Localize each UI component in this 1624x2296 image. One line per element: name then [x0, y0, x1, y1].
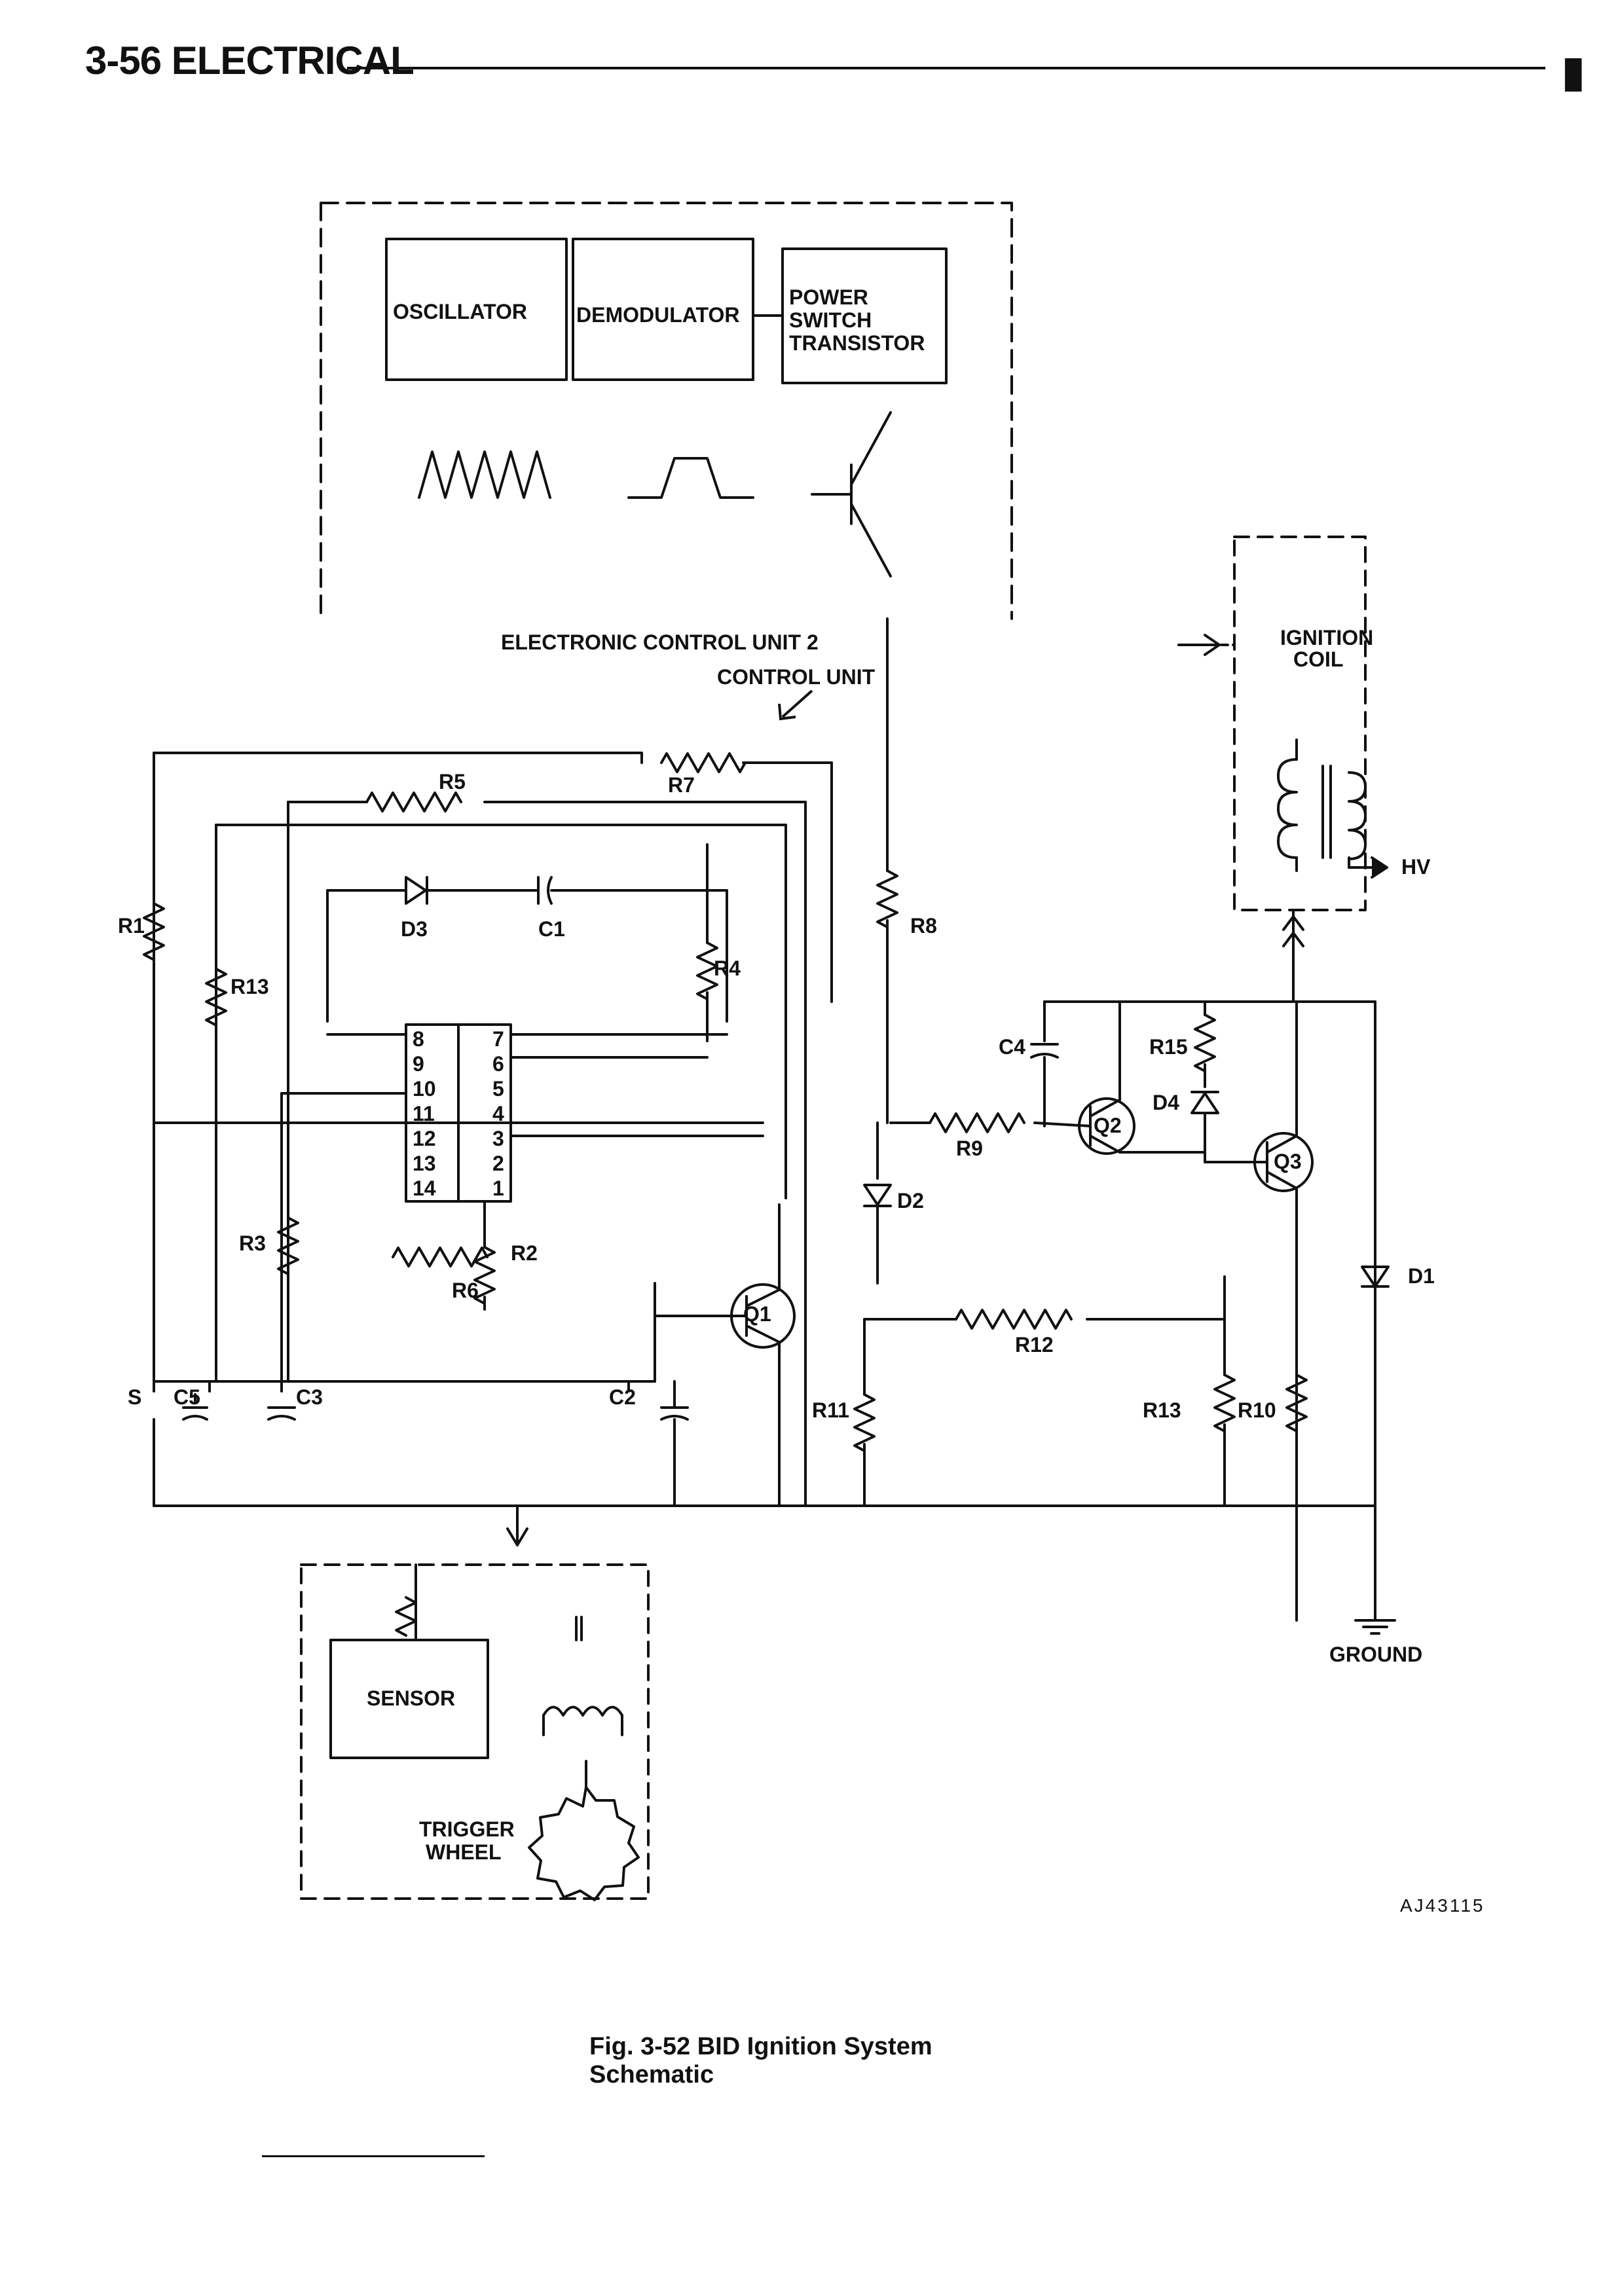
- r3-resistor: [277, 1216, 299, 1275]
- header-rule: [347, 67, 1545, 69]
- d1-label: D1: [1408, 1264, 1435, 1288]
- d2-diode: [863, 1184, 892, 1206]
- coil-primary-winding: [1277, 758, 1298, 859]
- c4-label: C4: [999, 1035, 1025, 1059]
- q1-label: Q1: [743, 1302, 771, 1326]
- pin-4: 4: [492, 1102, 504, 1125]
- r13-label: R13: [231, 975, 269, 998]
- r7-resistor: [660, 752, 747, 773]
- pin-7: 7: [492, 1027, 504, 1051]
- oscillator-box: [385, 238, 568, 381]
- r13b-resistor: [1213, 1374, 1236, 1432]
- r9-resistor: [929, 1112, 1025, 1133]
- r13-resistor: [205, 968, 227, 1027]
- r12-resistor: [955, 1309, 1073, 1330]
- c3-label: C3: [296, 1385, 323, 1409]
- demodulator-box: [572, 238, 754, 381]
- d3-diode: [405, 876, 427, 905]
- c1-label: C1: [538, 917, 565, 941]
- r5-label: R5: [439, 770, 466, 793]
- ecu-dashed-boundary: [320, 202, 1013, 620]
- r2-resistor: [473, 1246, 496, 1305]
- q3-label: Q3: [1274, 1150, 1302, 1173]
- trigger-wheel-line1: TRIGGER: [419, 1817, 515, 1841]
- coil-secondary-winding: [1348, 771, 1367, 860]
- trigger-wheel: [528, 1786, 640, 1901]
- r11-resistor: [853, 1393, 876, 1452]
- r10-label: R10: [1238, 1398, 1276, 1422]
- sensor-dashed-box: [300, 1563, 650, 1900]
- d3-label: D3: [401, 917, 428, 941]
- power-switch-line1: POWER: [789, 285, 868, 309]
- r4-resistor: [696, 941, 718, 1000]
- r5-resistor: [365, 792, 462, 812]
- pin-8: 8: [413, 1027, 424, 1051]
- ecu-label: ELECTRONIC CONTROL UNIT 2: [501, 630, 819, 654]
- figure-caption: Fig. 3-52 BID Ignition System Schematic: [589, 2033, 932, 2088]
- r9-label: R9: [956, 1137, 983, 1160]
- d2-label: D2: [897, 1189, 924, 1212]
- r4-label: R4: [714, 957, 741, 980]
- demodulator-waveform: [627, 457, 754, 499]
- connector-pins-right: 7 6 5 4 3 2 1: [492, 1027, 504, 1200]
- d1-diode: [1361, 1266, 1390, 1288]
- r12-label: R12: [1015, 1333, 1054, 1357]
- hv-label: HV: [1401, 855, 1431, 879]
- pin-12: 12: [413, 1127, 436, 1150]
- control-unit-label: CONTROL UNIT: [717, 665, 876, 689]
- pin-5: 5: [492, 1077, 504, 1101]
- r6-resistor: [392, 1247, 489, 1267]
- pin-11: 11: [413, 1102, 435, 1125]
- footer-rule: [262, 2155, 485, 2157]
- r8-label: R8: [910, 914, 937, 938]
- ignition-coil-line2: COIL: [1293, 647, 1343, 671]
- r10-resistor: [1285, 1374, 1308, 1432]
- r1-label: R1: [118, 914, 145, 938]
- power-switch-line3: TRANSISTOR: [789, 331, 925, 355]
- c2-label: C2: [609, 1385, 636, 1409]
- c5-label: C5: [174, 1385, 200, 1409]
- demodulator-label: DEMODULATOR: [576, 303, 739, 327]
- r2-label: R2: [511, 1241, 538, 1265]
- sensor-label: SENSOR: [367, 1686, 455, 1710]
- page-title: 3-56 ELECTRICAL: [85, 39, 415, 82]
- figure-id: AJ43115: [1400, 1895, 1485, 1916]
- pin-3: 3: [492, 1127, 504, 1150]
- r7-label: R7: [668, 773, 695, 797]
- pin-9: 9: [413, 1052, 424, 1076]
- d4-label: D4: [1153, 1091, 1179, 1114]
- r15-label: R15: [1149, 1035, 1188, 1059]
- pin-1: 1: [492, 1176, 504, 1200]
- ignition-coil-line1: IGNITION: [1280, 626, 1373, 649]
- sensor-coil: [542, 1705, 623, 1717]
- connector-pins-left: 8 9 10 11 12 13 14: [413, 1027, 436, 1200]
- r13b-label: R13: [1143, 1398, 1181, 1422]
- r15-resistor: [1194, 1013, 1216, 1072]
- pin-14: 14: [413, 1176, 436, 1200]
- power-switch-line2: SWITCH: [789, 308, 872, 332]
- oscillator-label: OSCILLATOR: [393, 300, 527, 323]
- r11-label: R11: [812, 1398, 849, 1422]
- pin-6: 6: [492, 1052, 504, 1076]
- ground-label: GROUND: [1329, 1643, 1422, 1666]
- r1-resistor: [143, 902, 165, 961]
- pin-13: 13: [413, 1152, 436, 1175]
- page-header: 3-56 ELECTRICAL ▮: [85, 33, 1585, 95]
- q2-label: Q2: [1094, 1114, 1122, 1137]
- r6-label: R6: [452, 1279, 479, 1302]
- oscillator-waveform: [418, 450, 551, 499]
- d4-diode: [1190, 1092, 1219, 1114]
- coil-dashed-box: [1233, 536, 1367, 911]
- section-tab-mark: ▮: [1562, 48, 1585, 95]
- sensor-box: [329, 1639, 489, 1759]
- r8-resistor: [876, 869, 898, 928]
- pin-2: 2: [492, 1152, 504, 1175]
- s-label: S: [128, 1385, 141, 1409]
- pin-10: 10: [413, 1077, 436, 1101]
- r3-label: R3: [239, 1231, 266, 1255]
- trigger-wheel-line2: WHEEL: [426, 1840, 502, 1864]
